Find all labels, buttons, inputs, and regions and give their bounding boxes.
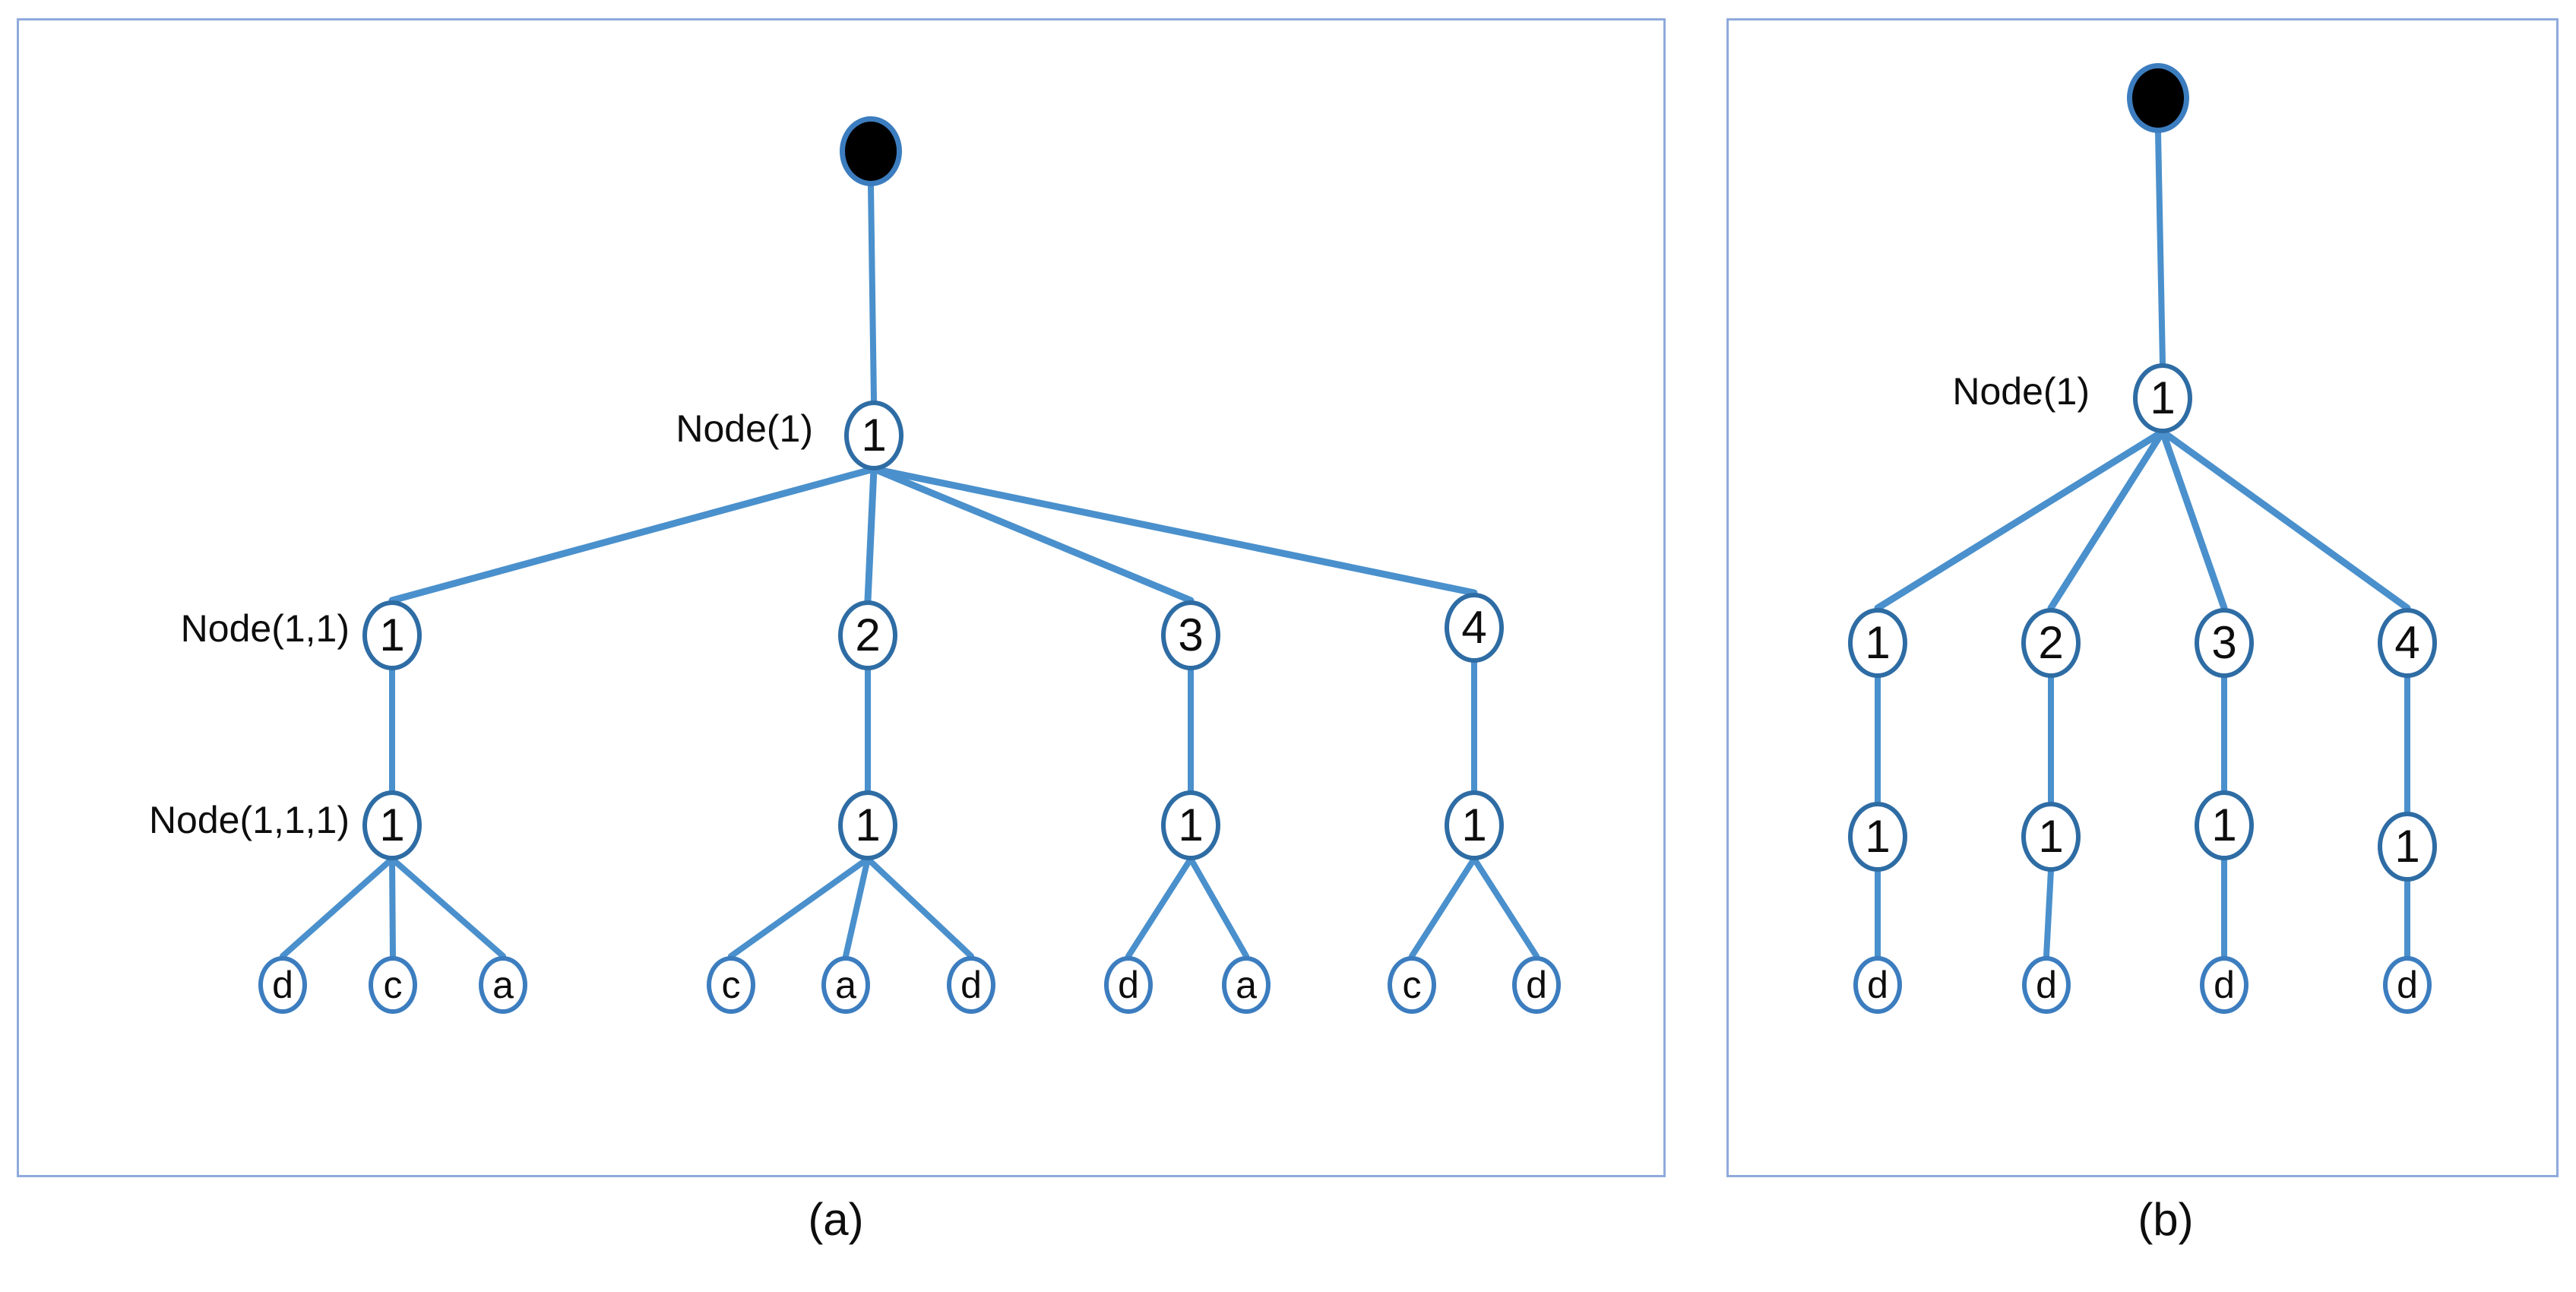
panel-a-leaf-g2-2[interactable]: a bbox=[821, 956, 870, 1014]
panel-a-level3-node-1[interactable]: 1 bbox=[362, 790, 422, 860]
panel-b-level1-node[interactable]: 1 bbox=[2133, 363, 2192, 433]
panel-a-level2-node-1[interactable]: 1 bbox=[362, 600, 422, 670]
panel-b-level2-node-1[interactable]: 1 bbox=[1848, 608, 1907, 678]
panel-a-leaf-g1-1[interactable]: d bbox=[258, 956, 307, 1014]
panel-b-level3-node-4[interactable]: 1 bbox=[2378, 812, 2437, 882]
panel-b-frame bbox=[1726, 18, 2559, 1177]
panel-a-node-1-label: Node(1) bbox=[676, 407, 813, 450]
panel-a-leaf-g3-1[interactable]: d bbox=[1104, 956, 1153, 1014]
panel-b-node-1-label: Node(1) bbox=[1952, 370, 2090, 413]
panel-b-level3-node-2[interactable]: 1 bbox=[2021, 802, 2081, 872]
panel-b-level2-node-4[interactable]: 4 bbox=[2378, 608, 2437, 678]
panel-a-level3-node-4[interactable]: 1 bbox=[1445, 790, 1504, 860]
panel-a-caption: (a) bbox=[808, 1194, 864, 1245]
panel-a-leaf-g2-3[interactable]: d bbox=[947, 956, 995, 1014]
panel-b-leaf-g3-1[interactable]: d bbox=[2200, 956, 2248, 1014]
panel-a-node-1-1-1-label: Node(1,1,1) bbox=[148, 799, 350, 841]
panel-a-leaf-g3-2[interactable]: a bbox=[1222, 956, 1271, 1014]
panel-b-level2-node-2[interactable]: 2 bbox=[2021, 608, 2081, 678]
panel-b-leaf-g4-1[interactable]: d bbox=[2383, 956, 2432, 1014]
panel-a-node-1-1-label: Node(1,1) bbox=[180, 607, 350, 650]
panel-a-level3-node-3[interactable]: 1 bbox=[1161, 790, 1220, 860]
panel-a-level2-node-3[interactable]: 3 bbox=[1161, 600, 1220, 670]
panel-a-level2-node-4[interactable]: 4 bbox=[1445, 593, 1504, 663]
panel-b-level2-node-3[interactable]: 3 bbox=[2195, 608, 2254, 678]
panel-b-level3-node-1[interactable]: 1 bbox=[1848, 802, 1907, 872]
panel-a-level2-node-2[interactable]: 2 bbox=[838, 600, 897, 670]
panel-a-level1-node[interactable]: 1 bbox=[844, 401, 903, 470]
panel-a-leaf-g4-1[interactable]: c bbox=[1388, 956, 1436, 1014]
panel-a-leaf-g1-3[interactable]: a bbox=[479, 956, 527, 1014]
panel-b-caption: (b) bbox=[2138, 1194, 2194, 1245]
panel-b-level3-node-3[interactable]: 1 bbox=[2195, 790, 2254, 860]
panel-b-leaf-g2-1[interactable]: d bbox=[2022, 956, 2071, 1014]
panel-b-root-node[interactable] bbox=[2127, 63, 2189, 133]
panel-a-leaf-g2-1[interactable]: c bbox=[707, 956, 755, 1014]
panel-b-leaf-g1-1[interactable]: d bbox=[1853, 956, 1902, 1014]
panel-a-level3-node-2[interactable]: 1 bbox=[838, 790, 897, 860]
panel-a-root-node[interactable] bbox=[840, 116, 902, 186]
panel-a-leaf-g4-2[interactable]: d bbox=[1512, 956, 1561, 1014]
panel-a-leaf-g1-2[interactable]: c bbox=[369, 956, 417, 1014]
